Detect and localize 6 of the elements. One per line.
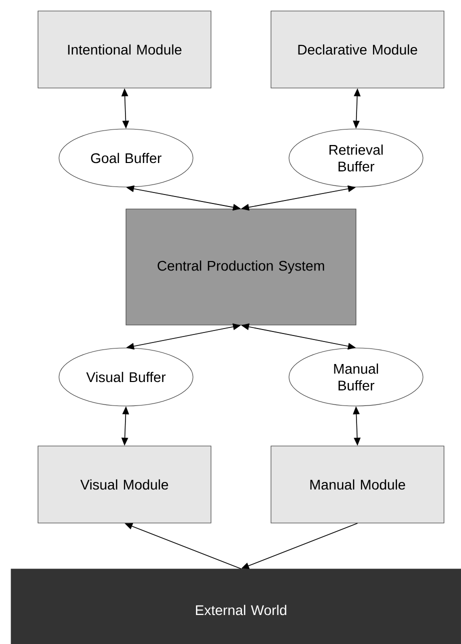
module-box: Intentional Module bbox=[38, 10, 212, 88]
module-box: Visual Module bbox=[38, 446, 212, 524]
production-system-box: Central Production System bbox=[126, 208, 356, 326]
module-box: Declarative Module bbox=[270, 10, 444, 88]
world-box: External World bbox=[10, 568, 461, 644]
module-box: Manual Module bbox=[270, 446, 444, 524]
